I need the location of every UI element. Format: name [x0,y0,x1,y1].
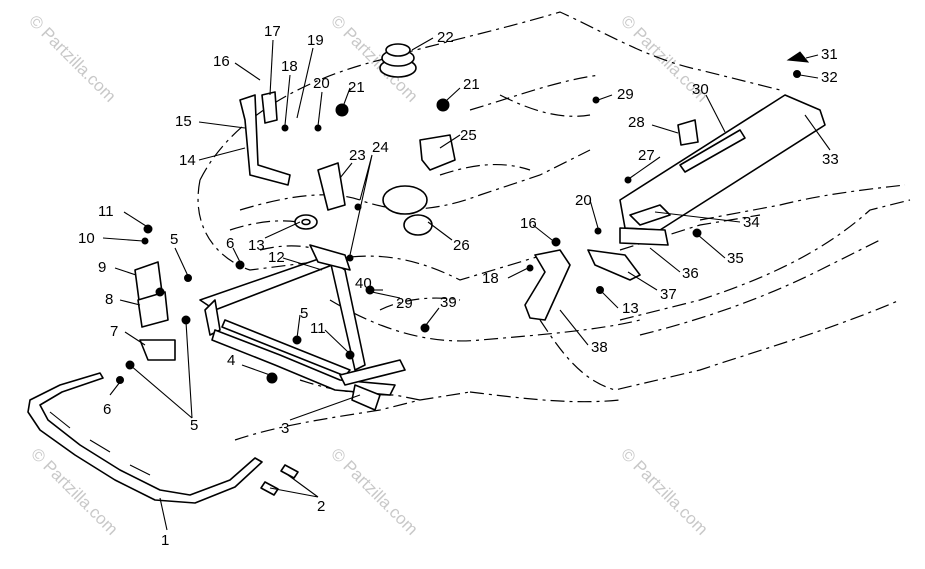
callout-21b: 21 [463,76,480,93]
callout-12: 12 [268,249,285,266]
callout-30: 30 [692,81,709,98]
front-frame [199,244,406,411]
callout-11a: 11 [98,203,114,220]
washer-13 [294,214,318,230]
callout-36: 36 [682,265,699,282]
callout-18a: 18 [281,58,298,75]
callout-2: 2 [317,498,325,515]
callout-31: 31 [821,46,838,63]
callout-35: 35 [727,250,744,267]
callout-5a: 5 [170,231,178,248]
bracket-37 [587,249,641,281]
callout-34: 34 [743,214,760,231]
callout-5b: 5 [300,305,308,322]
callout-29a: 29 [617,86,634,103]
callout-8: 8 [105,291,113,308]
callout-1: 1 [161,532,169,549]
callout-39: 39 [440,294,457,311]
callout-6b: 6 [103,401,111,418]
callout-14: 14 [179,152,196,169]
callout-33: 33 [822,151,839,168]
side-brackets [134,261,176,361]
callout-28: 28 [628,114,645,131]
callout-38: 38 [591,339,608,356]
callout-10: 10 [78,230,95,247]
callout-13a: 13 [248,237,265,254]
callout-26: 26 [453,237,470,254]
callout-7: 7 [110,323,118,340]
callout-22: 22 [437,29,454,46]
callout-16b: 16 [520,215,537,232]
clip-31 [786,51,810,63]
callout-13b: 13 [622,300,639,317]
callout-20b: 20 [575,192,592,209]
callout-24: 24 [372,139,389,156]
watermark-top-left: © Partzilla.com [25,11,119,105]
callout-18b: 18 [482,270,499,287]
watermark-bottom-center: © Partzilla.com [327,444,421,538]
bumper-bolts [260,464,299,496]
callout-3: 3 [281,420,289,437]
front-bumper [27,372,263,504]
bracket-25 [419,134,456,171]
callout-27: 27 [638,147,655,164]
leader-lines [102,37,831,531]
bracket-23 [317,162,346,211]
rear-rail [619,94,826,246]
watermark-bottom-left: © Partzilla.com [27,444,121,538]
callout-21a: 21 [348,79,365,96]
chassis-outline [197,11,911,441]
callout-37: 37 [660,286,677,303]
pulley-22 [379,43,417,78]
callout-40: 40 [355,275,372,292]
callout-32: 32 [821,69,838,86]
callout-19: 19 [307,32,324,49]
callout-15: 15 [175,113,192,130]
callout-16a: 16 [213,53,230,70]
callout-29b: 29 [396,295,413,312]
callout-6a: 6 [226,235,234,252]
decal-28 [677,119,699,146]
callout-labels: 1 2 3 4 5 5 5 6 6 7 8 9 10 11 11 12 13 1… [78,23,839,549]
callout-25: 25 [460,127,477,144]
callout-5c: 5 [190,417,198,434]
callout-20a: 20 [313,75,330,92]
callout-11b: 11 [310,320,326,337]
callout-9: 9 [98,259,106,276]
housing-26 [382,185,433,236]
callout-4: 4 [227,352,235,369]
watermark-bottom-right: © Partzilla.com [617,444,711,538]
callout-17: 17 [264,23,281,40]
steering-post [239,91,291,186]
callout-23: 23 [349,147,366,164]
bracket-38 [524,249,571,321]
